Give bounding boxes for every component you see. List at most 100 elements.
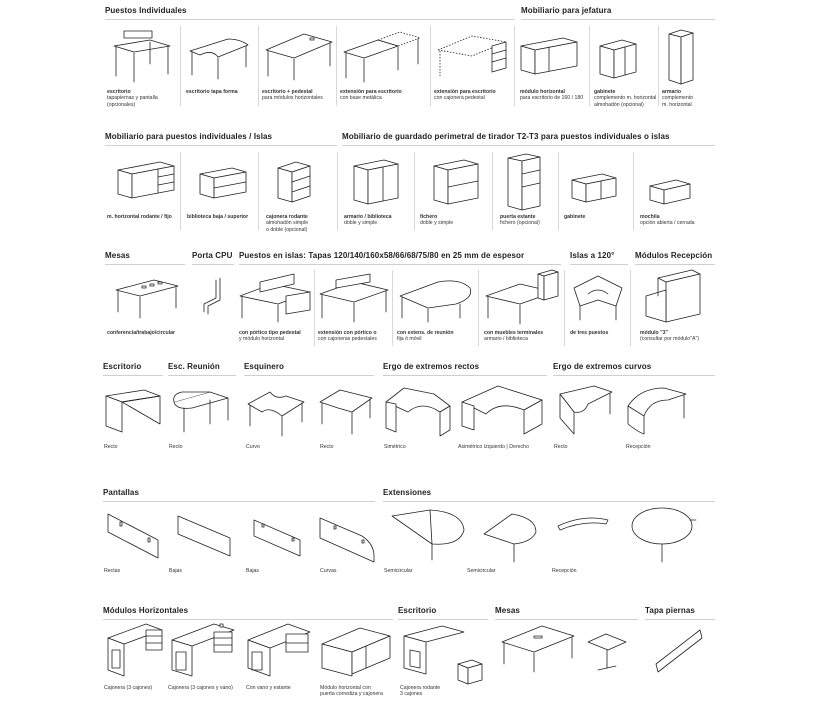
- caption: biblioteca baja / superior: [187, 214, 249, 220]
- section-escritorio: Escritorio: [103, 362, 142, 371]
- caption: Simétrico: [384, 444, 406, 450]
- semicircular-extension-illustration: [483, 513, 537, 563]
- straight-desk-illustration: [105, 389, 161, 433]
- caption: m. horizontal rodante / fijo: [107, 214, 172, 220]
- section-rule: [103, 501, 375, 502]
- caption: Semicircular: [384, 568, 413, 574]
- cabinet-bookcase-illustration: [353, 159, 399, 205]
- section-rule: [103, 619, 393, 620]
- section-rule: [105, 145, 337, 146]
- island-portico-illustration: [319, 273, 389, 323]
- caption: Curvas: [320, 568, 337, 574]
- column-divider: [633, 152, 634, 230]
- section-mobiliario-islas: Mobiliario para puestos individuales / I…: [105, 132, 273, 141]
- symmetric-ergo-desk-illustration: [385, 387, 451, 437]
- shelf-door-unit-illustration: [507, 153, 541, 211]
- section-porta-cpu: Porta CPU: [192, 251, 233, 260]
- column-divider: [258, 152, 259, 230]
- section-ergo-rectos: Ergo de extremos rectos: [383, 362, 480, 371]
- section-esc-reunion: Esc. Reunión: [168, 362, 220, 371]
- section-rule: [342, 145, 715, 146]
- curved-corner-desk-illustration: [247, 391, 305, 437]
- caption: conferencia/trabajo/circular: [107, 330, 176, 336]
- section-rule: [192, 264, 234, 265]
- column-divider: [558, 152, 559, 230]
- horizontal-module-sliding-door-illustration: [321, 627, 391, 677]
- meeting-table-illustration: [501, 625, 575, 673]
- leg-panel-illustration: [655, 629, 703, 673]
- filing-cabinet-illustration: [433, 159, 479, 205]
- column-divider: [658, 26, 659, 106]
- section-islas-120: Islas a 120°: [570, 251, 615, 260]
- column-divider: [392, 270, 393, 346]
- extension-metal-base-illustration: [343, 31, 422, 83]
- island-meeting-extension-illustration: [399, 280, 472, 323]
- cabinet-illustration: [571, 173, 617, 203]
- section-modulos-recepcion: Módulos Recepción: [635, 251, 713, 260]
- horizontal-module-drawers-void-illustration: [171, 623, 235, 677]
- caption: Recto: [104, 444, 118, 450]
- section-esquinero: Esquinero: [244, 362, 285, 371]
- column-divider: [430, 26, 431, 106]
- column-divider: [478, 270, 479, 346]
- cpu-holder-illustration: [203, 277, 221, 315]
- section-rule: [570, 264, 628, 265]
- caption: Asimétrico Izquierdo | Derecho: [458, 444, 529, 450]
- section-rule: [635, 264, 715, 265]
- column-divider: [180, 26, 181, 106]
- three-seat-island-illustration: [573, 275, 623, 321]
- caption: módulo "3"(consultar por módulo"A"): [640, 330, 700, 343]
- reception-module-illustration: [645, 269, 701, 323]
- column-divider: [314, 270, 315, 346]
- column-divider: [336, 26, 337, 106]
- horizontal-module-drawers-illustration: [107, 623, 163, 677]
- curved-screen-illustration: [319, 517, 375, 563]
- horizontal-module-illustration: [520, 37, 578, 75]
- asymmetric-ergo-desk-illustration: [461, 385, 543, 435]
- column-divider: [492, 152, 493, 230]
- caption: Cajonera (3 cajones): [104, 685, 153, 691]
- cabinet-illustration: [599, 39, 637, 79]
- curved-ergo-desk-illustration: [559, 385, 613, 435]
- curved-reception-desk-illustration: [627, 387, 687, 435]
- section-rule: [244, 375, 374, 376]
- mochila-illustration: [649, 179, 691, 205]
- straight-screen-illustration: [107, 513, 159, 559]
- caption: de tres puestos: [570, 330, 609, 336]
- section-rule: [398, 619, 488, 620]
- column-divider: [564, 270, 565, 346]
- caption: gabinete: [564, 214, 586, 220]
- section-rule: [383, 375, 547, 376]
- section-rule: [168, 375, 236, 376]
- rolling-drawer-unit-illustration: [277, 161, 311, 203]
- section-rule: [495, 619, 638, 620]
- section-rule: [553, 375, 715, 376]
- section-rule: [105, 264, 185, 265]
- section-mobiliario-jefatura: Mobiliario para jefatura: [521, 6, 612, 15]
- caption: Semicircular: [467, 568, 496, 574]
- section-guardado-perimetral: Mobiliario de guardado perimetral de tir…: [342, 132, 670, 141]
- column-divider: [258, 26, 259, 106]
- island-pedestal-illustration: [239, 273, 311, 323]
- column-divider: [630, 270, 631, 346]
- section-pantallas: Pantallas: [103, 488, 140, 497]
- shaped-desk-illustration: [189, 38, 249, 80]
- caption: Curvo: [246, 444, 260, 450]
- wardrobe-illustration: [668, 29, 694, 85]
- section-rule: [383, 501, 715, 502]
- section-rule: [105, 19, 514, 20]
- caption: escritorio tapa forma: [186, 89, 238, 95]
- reception-extension-illustration: [557, 517, 609, 531]
- horizontal-module-void-shelf-illustration: [247, 623, 311, 677]
- caption: Bajas: [169, 568, 182, 574]
